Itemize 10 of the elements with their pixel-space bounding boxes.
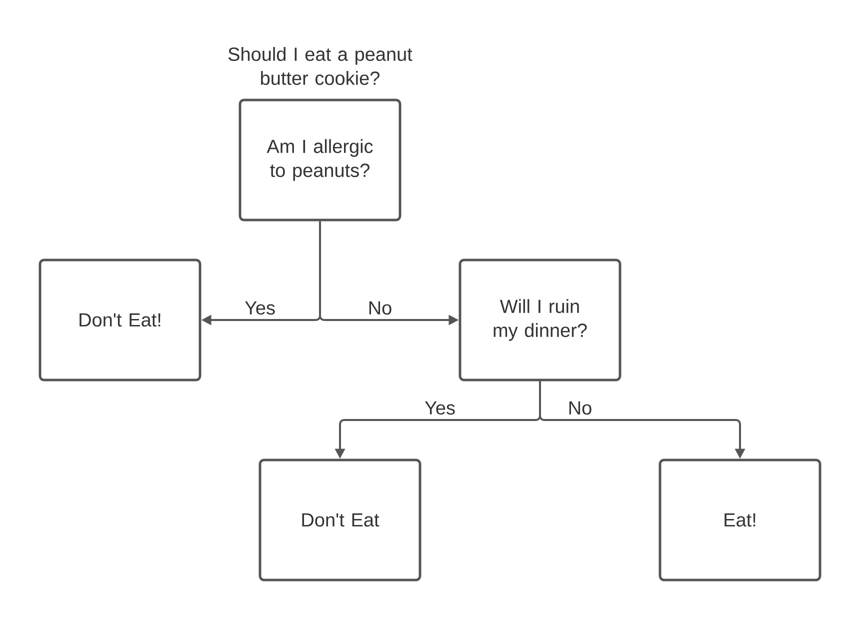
edge-label: Yes bbox=[424, 400, 456, 416]
process-box: Don't Eat! bbox=[38, 258, 202, 382]
edge-label: No bbox=[366, 300, 394, 316]
title: Should I eat a peanut butter cookie? bbox=[228, 47, 412, 85]
process-box: Will I ruin my dinner? bbox=[458, 258, 622, 382]
edge-label: Yes bbox=[244, 300, 276, 316]
process-box: Eat! bbox=[658, 458, 822, 582]
edge-label: No bbox=[566, 400, 594, 416]
process-box: Am I allergic to peanuts? bbox=[238, 98, 402, 222]
process-box: Don't Eat bbox=[258, 458, 422, 582]
